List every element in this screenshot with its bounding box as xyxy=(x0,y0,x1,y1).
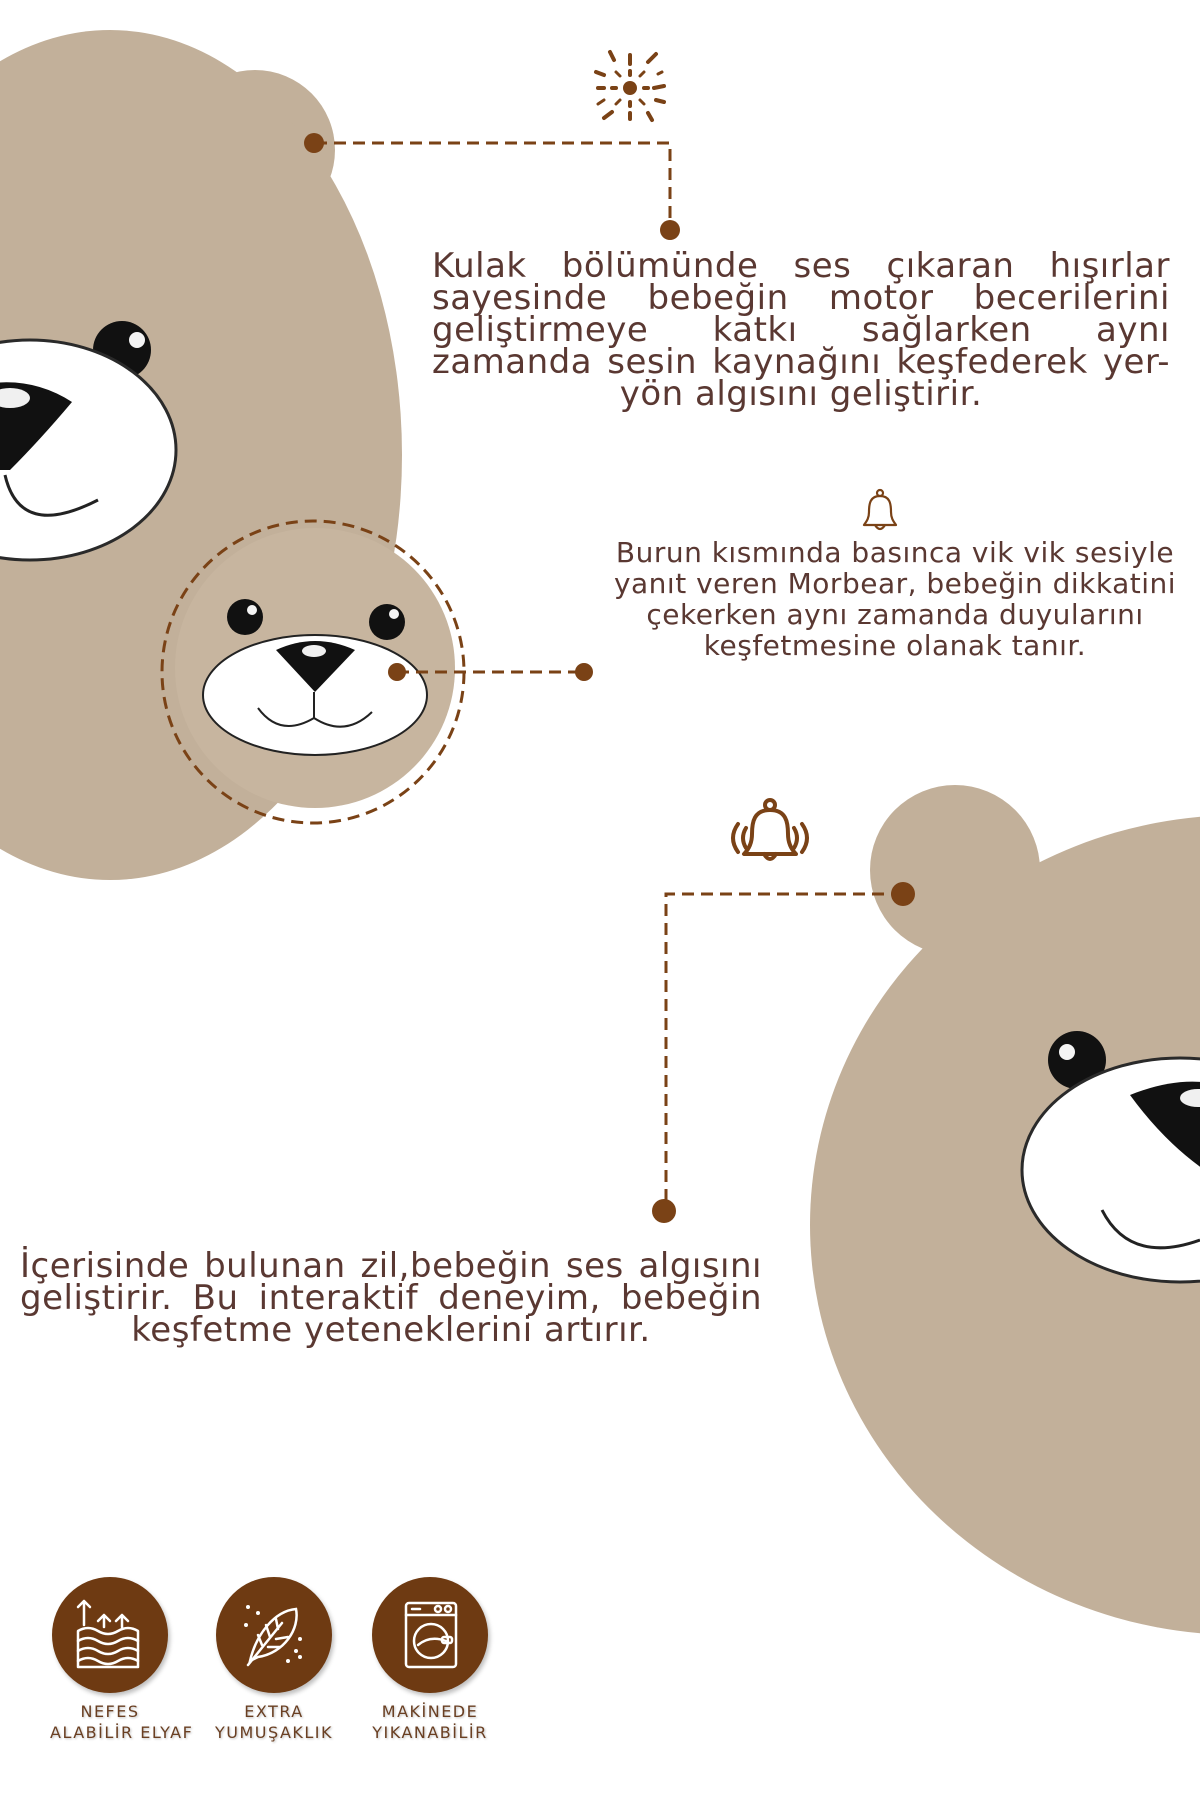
connector-ear xyxy=(315,141,672,230)
washing-machine-icon xyxy=(372,1577,488,1693)
badge-label-line2: ALABİLİR ELYAF xyxy=(50,1723,194,1742)
feature-bell-description: İçerisinde bulunan zil,bebeğin ses algıs… xyxy=(20,1246,762,1350)
badge-label-line1: MAKİNEDE xyxy=(381,1702,479,1721)
feature-ear-description: Kulak bölümünde ses çıkaran hışırlar say… xyxy=(432,246,1170,414)
badge-label-line1: NEFES xyxy=(80,1702,140,1721)
bell-icon xyxy=(862,488,898,531)
feature-nose-description: Burun kısmında basınca vik vik sesiyle y… xyxy=(613,536,1177,662)
bear-right xyxy=(810,785,1200,1634)
bear-small-nose-detail xyxy=(175,528,455,808)
badge-machine-washable: MAKİNEDE YIKANABİLİR xyxy=(370,1577,490,1743)
badge-extra-soft: EXTRA YUMUŞAKLIK xyxy=(214,1577,334,1743)
ringing-bell-icon xyxy=(731,798,809,861)
sparkle-icon xyxy=(594,50,666,122)
badge-label-line2: YUMUŞAKLIK xyxy=(214,1723,333,1742)
feather-icon xyxy=(216,1577,332,1693)
badge-breathable: NEFES ALABİLİR ELYAF xyxy=(50,1577,192,1743)
breathable-fiber-icon xyxy=(52,1577,168,1693)
badge-label-line2: YIKANABİLİR xyxy=(372,1723,488,1742)
badge-label-line1: EXTRA xyxy=(244,1702,304,1721)
